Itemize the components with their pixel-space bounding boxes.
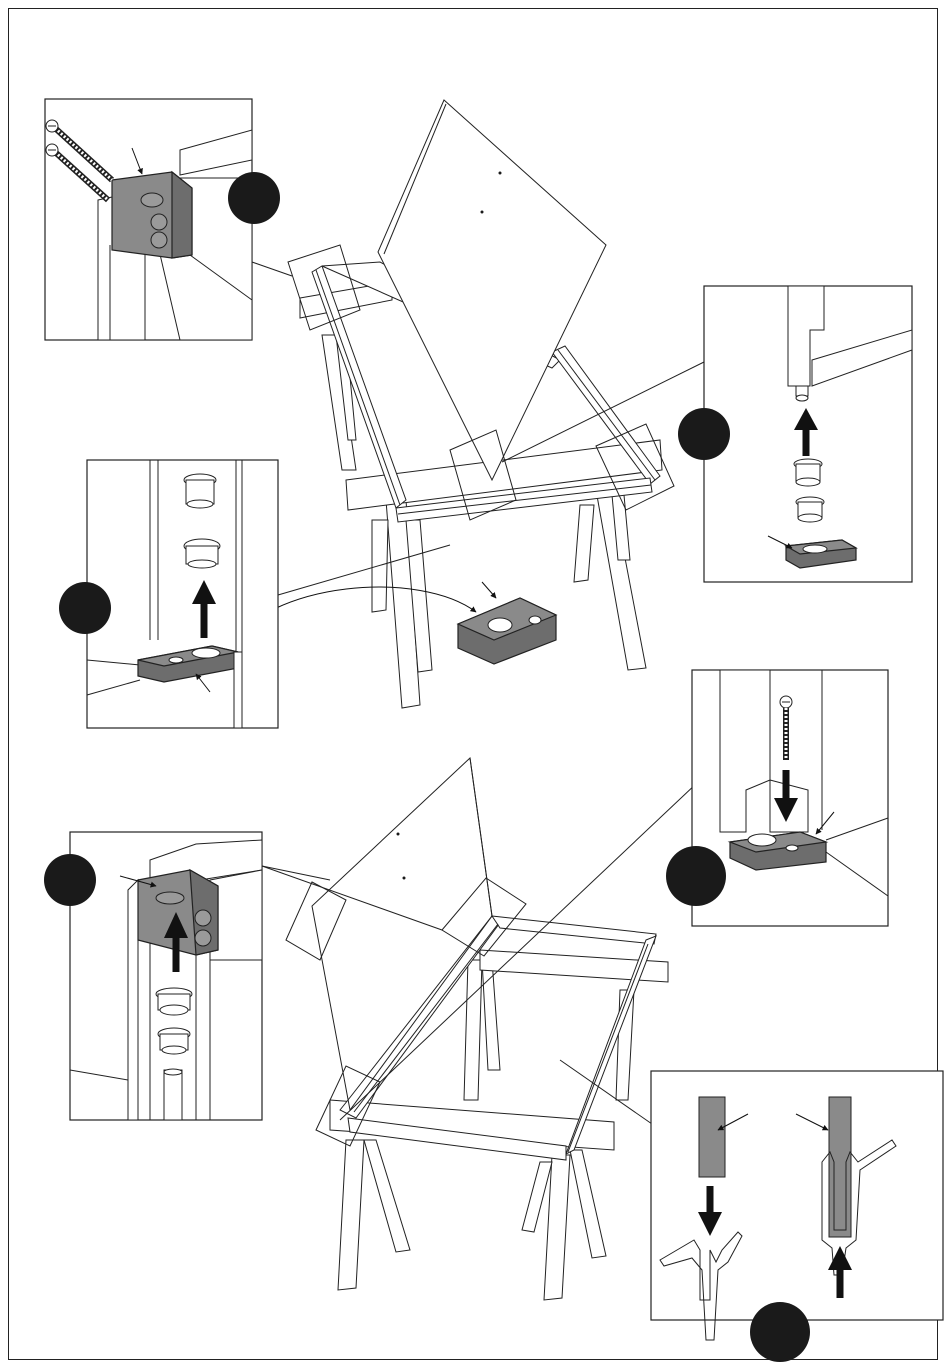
step-marker-6 [750,1302,810,1362]
inset-middle-right-pivot [704,286,912,582]
step-marker-5 [666,846,726,906]
inset-middle-left-pivot-block [87,460,278,728]
step-marker-4 [44,854,96,906]
upper-main-assembly [224,100,704,708]
lower-main-assembly [262,758,698,1300]
inset-lower-left-bracket [70,832,262,1120]
inset-top-left-bracket-screws [45,99,252,340]
inset-bottom-right-seal-profile [651,1071,943,1340]
step-marker-2 [678,408,730,460]
step-marker-1 [228,172,280,224]
step-marker-3 [59,582,111,634]
